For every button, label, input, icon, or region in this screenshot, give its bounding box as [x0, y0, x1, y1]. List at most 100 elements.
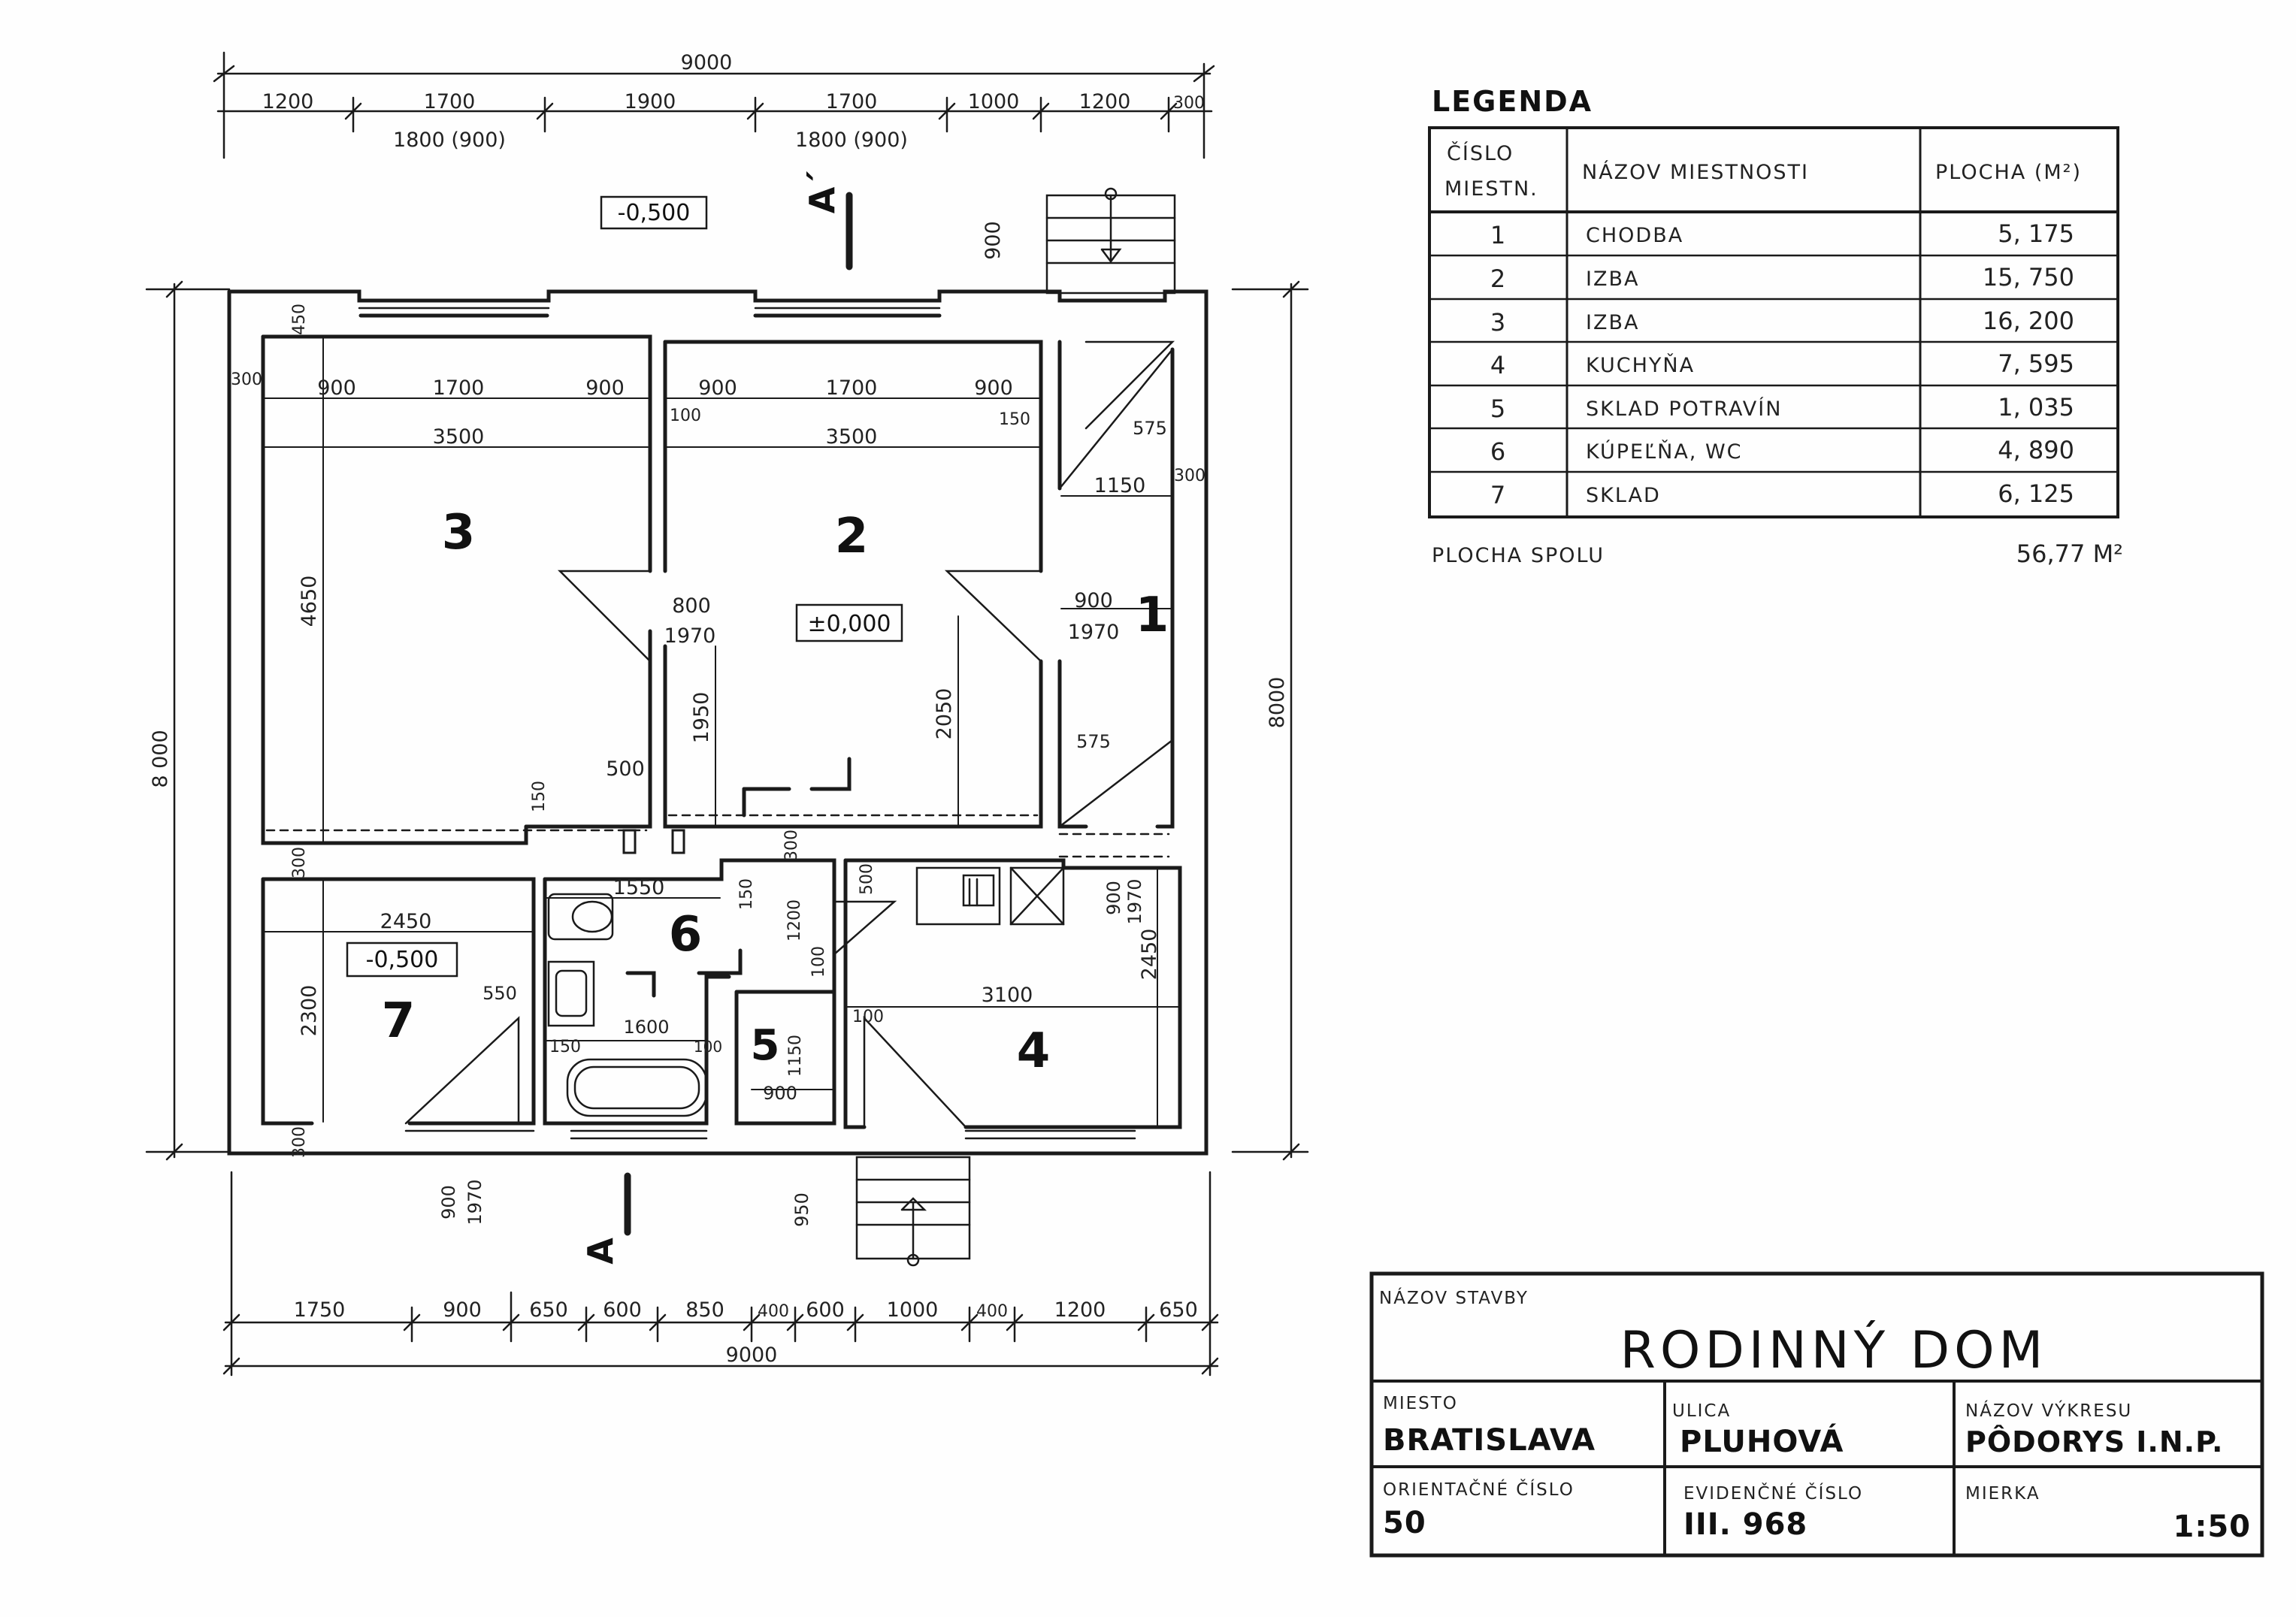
flues: [622, 757, 852, 998]
section-top-label: A´: [802, 170, 842, 214]
room2-dim-1950: 1950: [690, 692, 713, 744]
room3-win-dim-1: 900: [317, 376, 356, 400]
title-block: NÁZOV STAVBY RODINNÝ DOM MIESTO BRATISLA…: [1369, 1271, 2264, 1558]
legend-col-name: NÁZOV MIESTNOSTI: [1582, 160, 1809, 184]
legend-row-4-area: 7, 595: [1998, 349, 2074, 378]
legend-row-1-area: 5, 175: [1998, 219, 2074, 248]
tb-street: PLUHOVÁ: [1680, 1423, 1844, 1459]
dimension-lines: [145, 51, 1309, 1377]
room1-dim-575-a: 575: [1133, 418, 1167, 439]
room1-door-h: 1970: [1068, 621, 1120, 644]
door-swings: [404, 340, 1175, 1129]
room7-height: 2300: [298, 985, 321, 1037]
top-dim-1: 1200: [262, 90, 314, 113]
legend-row-5-num: 5: [1490, 394, 1505, 423]
room3-height: 4650: [298, 576, 321, 627]
room2-win-dim-3: 900: [974, 376, 1013, 400]
top-dim-7: 300: [1173, 94, 1205, 113]
room3-door-h: 1970: [664, 624, 716, 648]
room6-dim-100-b: 100: [694, 1038, 722, 1056]
legend-col-num-line2: MIESTN.: [1444, 177, 1538, 201]
room6-number: 6: [669, 907, 703, 963]
legend-row-6-area: 4, 890: [1998, 436, 2074, 464]
room4-dim-100: 100: [852, 1008, 884, 1026]
top-dim-6: 1200: [1079, 90, 1131, 113]
bottom-dim-1: 1750: [294, 1298, 346, 1322]
legend-row-4-name: KUCHYŇA: [1586, 353, 1695, 377]
room4-number: 4: [1017, 1023, 1051, 1079]
legend-title: LEGENDA: [1432, 85, 1593, 118]
wall-300-e: 300: [782, 830, 801, 861]
legend-row-6-num: 6: [1490, 437, 1505, 466]
bottom-dim-4: 600: [603, 1298, 642, 1322]
bottom-dim-6: 400: [758, 1302, 789, 1321]
legend-row-4-num: 4: [1490, 351, 1505, 379]
tb-orient-label: ORIENTAČNÉ ČÍSLO: [1383, 1479, 1575, 1500]
room6-dim-150-b: 150: [549, 1038, 581, 1056]
tb-evid: III. 968: [1683, 1507, 1807, 1542]
tb-city-label: MIESTO: [1383, 1394, 1458, 1413]
left-total-dim: 8 000: [149, 730, 172, 787]
room1-width: 1150: [1094, 474, 1146, 497]
stair-top-dim: 900: [982, 221, 1005, 260]
tb-drawing: PÔDORYS I.N.P.: [1965, 1425, 2223, 1458]
stairs: [855, 187, 1176, 1267]
bottom-dim-8: 1000: [887, 1298, 939, 1322]
inner-dim-lines: [264, 337, 1179, 1126]
wall-300-c: 300: [290, 847, 309, 878]
room4-dim-500: 500: [858, 863, 876, 895]
top-dim-2: 1700: [424, 90, 476, 113]
room1-dim-575-b: 575: [1076, 731, 1111, 752]
room5-dim-900: 900: [763, 1083, 797, 1104]
wall-300-a: 300: [231, 370, 262, 389]
legend-total-label: PLOCHA SPOLU: [1432, 544, 1605, 567]
legend-row-3-name: IZBA: [1586, 311, 1639, 334]
room2-win-dim-1: 900: [698, 376, 737, 400]
legend-row-7-name: SKLAD: [1586, 484, 1661, 507]
room3-door-w: 800: [672, 594, 711, 618]
room2-level: ±0,000: [807, 611, 891, 637]
bottom-dim-7: 600: [806, 1298, 845, 1322]
room5-number: 5: [751, 1021, 780, 1070]
room1-door-w: 900: [1074, 589, 1113, 612]
room3-win-dim-2: 1700: [433, 376, 485, 400]
legend-col-num-line1: ČÍSLO: [1447, 141, 1514, 165]
tb-orient: 50: [1383, 1506, 1426, 1540]
room6-dim-150: 150: [737, 878, 756, 910]
room4-door-h: 1970: [1124, 878, 1145, 924]
room6-dim-1600: 1600: [623, 1017, 669, 1038]
level-boxes: [346, 195, 903, 978]
legend-row-5-name: SKLAD POTRAVÍN: [1586, 397, 1782, 421]
tb-building-label: NÁZOV STAVBY: [1379, 1287, 1529, 1308]
tb-drawing-label: NÁZOV VÝKRESU: [1965, 1400, 2132, 1421]
legend-col-area: PLOCHA (M²): [1935, 161, 2082, 184]
room6-dim-1200: 1200: [785, 899, 804, 941]
legend-row-7-num: 7: [1490, 481, 1505, 509]
stair-bottom-dim: 950: [791, 1192, 812, 1227]
room7-number: 7: [382, 993, 416, 1049]
room2-dim-100: 100: [670, 407, 701, 425]
room2-win-dim-2: 1700: [826, 376, 878, 400]
room2-dim-2050: 2050: [933, 688, 956, 740]
tb-city: BRATISLAVA: [1383, 1423, 1596, 1458]
room1-number: 1: [1136, 588, 1169, 643]
room5-dim-1150: 1150: [786, 1035, 805, 1077]
bottom-dim-2: 900: [443, 1298, 482, 1322]
level-outside-top: -0,500: [618, 200, 691, 226]
bottom-dim-3: 650: [529, 1298, 568, 1322]
door-bottom-7-h: 1970: [464, 1179, 486, 1225]
wall-300-b: 300: [1174, 467, 1205, 485]
legend-table: LEGENDA ČÍSLO MIESTN. NÁZOV MIESTNOSTI P…: [1428, 85, 2123, 568]
windows: [265, 299, 1170, 1140]
walls: [227, 289, 1209, 1156]
room7-dim-550: 550: [482, 983, 517, 1004]
top-dim-4: 1700: [826, 90, 878, 113]
tb-evid-label: EVIDENČNÉ ČÍSLO: [1683, 1483, 1863, 1504]
bottom-dim-10: 1200: [1054, 1298, 1106, 1322]
room2-number: 2: [835, 509, 869, 564]
top-window-sub-left: 1800 (900): [393, 128, 506, 152]
legend-row-1-name: CHODBA: [1586, 224, 1683, 247]
legend-row-2-area: 15, 750: [1983, 263, 2074, 292]
